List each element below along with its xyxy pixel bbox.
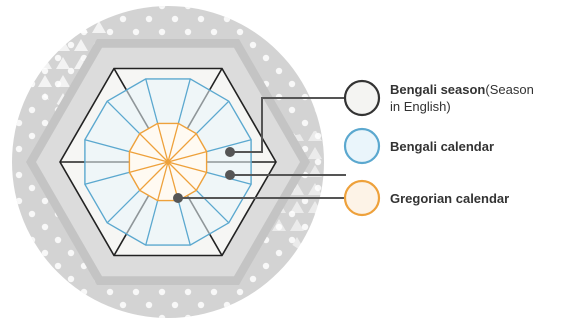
legend-label-bengali: Bengali calendar bbox=[390, 139, 494, 154]
month-divider bbox=[177, 200, 191, 246]
month-divider bbox=[106, 100, 141, 135]
month-divider bbox=[167, 151, 207, 163]
connector-lines bbox=[178, 97, 346, 199]
month-divider bbox=[157, 123, 169, 163]
month-divider bbox=[145, 200, 159, 246]
connector-dot-season bbox=[225, 147, 235, 157]
connector-dot-bengali bbox=[225, 170, 235, 180]
month-divider bbox=[139, 133, 169, 163]
month-divider bbox=[157, 161, 169, 201]
legend-label-season-line2: in English) bbox=[390, 99, 451, 114]
connector-dot-gregorian bbox=[173, 193, 183, 203]
month-divider bbox=[177, 78, 191, 124]
month-divider bbox=[167, 123, 179, 163]
month-divider bbox=[206, 139, 252, 153]
month-divider bbox=[195, 100, 230, 135]
connector-season bbox=[230, 97, 346, 153]
legend-label-season: Bengali season(Season bbox=[390, 82, 534, 97]
month-divider bbox=[167, 133, 197, 163]
gregorian-calendar-ring bbox=[128, 122, 208, 202]
legend-marker-season bbox=[343, 79, 381, 117]
month-divider bbox=[139, 161, 169, 191]
legend-marker-bengali bbox=[343, 127, 381, 165]
month-divider bbox=[167, 161, 197, 191]
legend-marker-gregorian bbox=[343, 179, 381, 217]
month-divider bbox=[145, 78, 159, 124]
legend-label-gregorian: Gregorian calendar bbox=[390, 191, 509, 206]
month-divider bbox=[129, 151, 169, 163]
month-divider bbox=[106, 189, 141, 224]
legend: Bengali season(Season in English) Bengal… bbox=[343, 79, 534, 217]
month-divider bbox=[84, 139, 130, 153]
month-divider bbox=[167, 161, 207, 173]
month-divider bbox=[84, 171, 130, 185]
month-divider bbox=[195, 189, 230, 224]
month-divider bbox=[129, 161, 169, 173]
